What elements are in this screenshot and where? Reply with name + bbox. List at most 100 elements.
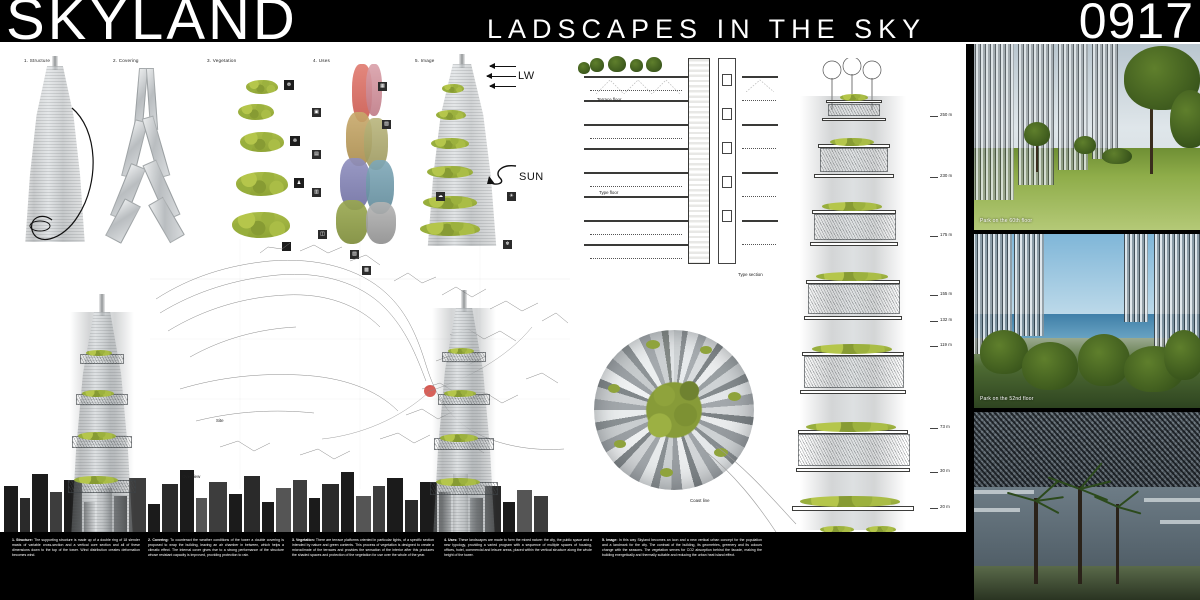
sun-arrow-icon [487, 164, 517, 185]
tree-trunk [1150, 78, 1153, 174]
text-body: To counteract the weather conditions of … [148, 538, 284, 558]
section-label-type-section: Type section [738, 272, 763, 277]
vegetation-blob [236, 172, 288, 196]
shrub [1074, 136, 1096, 154]
diagram-label-uses: 4. Uses [313, 58, 330, 63]
sun-label: SUN [519, 171, 544, 183]
roof-profile-right [746, 79, 774, 92]
overview-label: Overview [182, 474, 201, 479]
palm-trunk [1034, 498, 1038, 584]
people-icon: ♟ [294, 178, 304, 188]
site-label: Site [216, 418, 224, 423]
text-block-image: 5. Image: In this way Skyland becomes an… [602, 538, 762, 558]
section-label-type-floor: Type floor [599, 190, 619, 195]
canopy-structure [974, 412, 1200, 488]
description-text-strip: 1. Structure: The supporting structure i… [0, 532, 966, 600]
vegetation-blob [246, 80, 278, 94]
header-divider [0, 42, 1200, 44]
text-heading: 5. Image: [602, 538, 618, 542]
text-body: These landscapes are made to form the mi… [444, 538, 592, 558]
tower-structure-lines [427, 64, 497, 246]
height-label: 20 m [940, 504, 950, 509]
tower-facade [974, 44, 1014, 201]
text-heading: 1. Structure: [12, 538, 33, 542]
structure-spiral-annotation [29, 107, 94, 240]
city-skyline-silhouette [0, 442, 560, 532]
tree-trunk [1036, 140, 1038, 172]
text-block-covering: 2. Covering: To counteract the weather c… [148, 538, 284, 558]
use-icon: ▣ [312, 108, 321, 117]
ground-plane [974, 566, 1200, 600]
height-label: 175 m [940, 232, 953, 237]
use-icon: ▤ [312, 150, 321, 159]
use-icon: ◫ [318, 230, 327, 239]
text-body: There are terrace platforms oriented in … [292, 538, 434, 558]
vegetation-blob [232, 212, 290, 238]
vegetation-blob [238, 104, 274, 120]
text-body: In this way Skyland becomes an icon and … [602, 538, 762, 558]
roof-profile [596, 79, 681, 94]
render-canopy-interior [974, 412, 1200, 600]
entry-code: 0917 [1078, 0, 1194, 49]
text-heading: 2. Covering: [148, 538, 169, 542]
image-icon: ☁ [436, 192, 445, 201]
tree-canopy [1164, 330, 1200, 380]
tree-canopy [980, 330, 1028, 374]
deck-slab [974, 508, 1020, 512]
deck-slab [1144, 498, 1200, 502]
deck-slab [1160, 520, 1200, 524]
use-icon: ▥ [312, 188, 321, 197]
text-heading: 4. Uses: [444, 538, 458, 542]
page-title: SKYLAND [6, 0, 298, 52]
render-park-52nd: Park on the 52nd floor [974, 234, 1200, 408]
text-block-uses: 4. Uses: These landscapes are made to fo… [444, 538, 592, 558]
height-label: 155 m [940, 291, 953, 296]
leaf-icon: ❁ [284, 80, 294, 90]
vegetation-icon [282, 242, 291, 251]
shrub [1102, 148, 1132, 164]
height-label: 30 m [940, 468, 950, 473]
board-header: SKYLAND LADSCAPES IN THE SKY 0917 [0, 0, 1200, 52]
use-icon: ▩ [362, 266, 371, 275]
text-body: The supporting structure is made up of a… [12, 538, 140, 558]
deck-slab [974, 490, 1034, 494]
tower-facade [1124, 234, 1148, 323]
diagram-label-covering: 2. Covering [113, 58, 139, 63]
wind-label: LW [518, 70, 535, 82]
render-caption: Park on the 52nd floor [980, 396, 1034, 402]
building-section-drawing: Terrace floor Type floor Type section [576, 56, 778, 300]
palm-trunk [1078, 486, 1082, 584]
diagram-label-structure: 1. Structure [24, 58, 51, 63]
tree-canopy [1022, 342, 1078, 390]
tree-canopy [1170, 90, 1200, 148]
tree-canopy [1024, 122, 1050, 146]
image-icon: ❄ [503, 240, 512, 249]
tower-mast [458, 54, 466, 68]
section-label-terrace-floor: Terrace floor [597, 97, 622, 102]
render-caption: Park on the 60th floor [980, 218, 1033, 224]
image-icon: ☀ [507, 192, 516, 201]
text-block-structure: 1. Structure: The supporting structure i… [12, 538, 140, 558]
palm-trunk [1116, 504, 1119, 584]
vegetation-blob [240, 132, 284, 152]
height-label: 230 m [940, 173, 953, 178]
height-label: 119 m [940, 342, 952, 347]
text-heading: 3. Vegetation: [292, 538, 315, 542]
tower-facade [1014, 234, 1044, 337]
diagram-label-vegetation: 3. Vegetation [207, 58, 237, 63]
diagram-label-image: 5. Image [415, 58, 435, 63]
page-subtitle: LADSCAPES IN THE SKY [487, 14, 927, 44]
tree-canopy [1078, 334, 1130, 386]
use-icon: ▧ [382, 120, 391, 129]
render-column: Park on the 60th floor Park on the 52nd … [966, 44, 1200, 600]
use-icon: ▦ [378, 82, 387, 91]
render-park-60th: Park on the 60th floor [974, 44, 1200, 230]
diagram-structure-tower [22, 56, 88, 242]
tower-mast [52, 56, 58, 70]
diagram-covering-tower [105, 68, 185, 244]
vortex-leader-lines [703, 445, 797, 532]
diagram-uses-tower: ▣ ▤ ▥ ▦ ▧ ▨ ▩ ◫ [312, 64, 404, 275]
climate-icon: ☸ [290, 136, 300, 146]
height-label: 73 m [940, 424, 950, 429]
